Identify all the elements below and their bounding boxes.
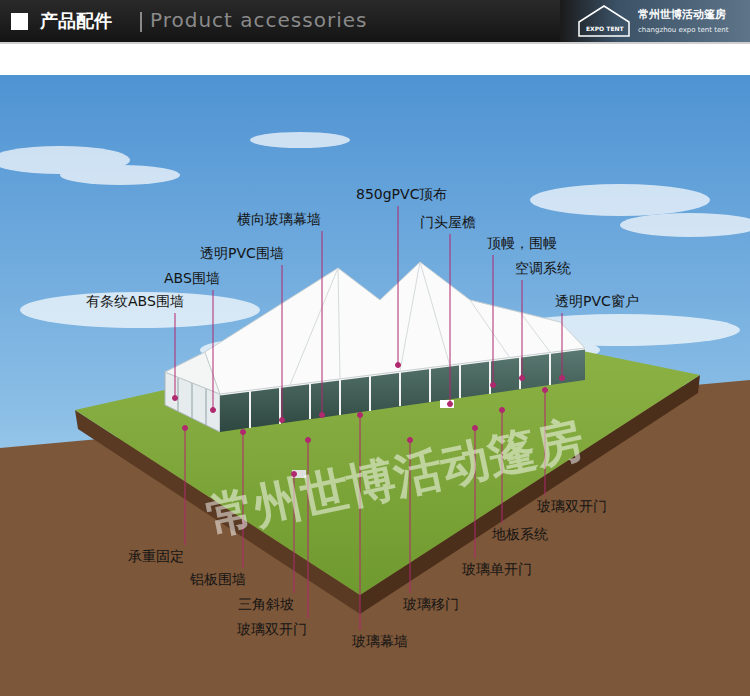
- header-subtitle: Product accessories: [150, 9, 367, 32]
- header-bar: [0, 0, 750, 42]
- header-title: 产品配件: [40, 11, 112, 32]
- part-label: ABS围墙: [164, 270, 220, 286]
- sky: [0, 75, 750, 696]
- part-label: 850gPVC顶布: [356, 186, 447, 202]
- part-label: 铝板围墙: [190, 571, 246, 587]
- part-label: 承重固定: [128, 548, 184, 564]
- part-label: 空调系统: [515, 260, 571, 276]
- door-canopy: [440, 400, 454, 408]
- part-label: 三角斜坡: [238, 596, 294, 612]
- roof: [205, 262, 585, 394]
- roof-seams: [290, 262, 550, 385]
- part-label: 玻璃双开门: [537, 498, 607, 514]
- logo-panel: [560, 0, 750, 42]
- logo-text: changzhou expo tent tent: [638, 26, 728, 34]
- part-label: 玻璃幕墙: [352, 633, 408, 649]
- part-label: 横向玻璃幕墙: [237, 211, 321, 227]
- part-label: 顶幔，围幔: [487, 235, 557, 251]
- logo-text: 常州世博活动篷房: [638, 9, 726, 22]
- part-label: 玻璃单开门: [462, 561, 532, 577]
- part-label: 玻璃双开门: [237, 621, 307, 637]
- header-rule: [0, 42, 750, 44]
- part-label: 玻璃移门: [403, 596, 459, 612]
- part-label: 地板系统: [492, 526, 548, 542]
- logo-mark: EXPO TENT: [586, 26, 624, 33]
- leader-lines: [173, 206, 565, 630]
- logo-house: [579, 6, 629, 36]
- part-label: 门头屋檐: [420, 214, 476, 230]
- part-label: 透明PVC窗户: [555, 293, 639, 309]
- part-label: 有条纹ABS围墙: [86, 293, 184, 309]
- part-label: 透明PVC围墙: [200, 245, 284, 261]
- header-separator: [140, 12, 142, 32]
- header-icon: [11, 13, 28, 30]
